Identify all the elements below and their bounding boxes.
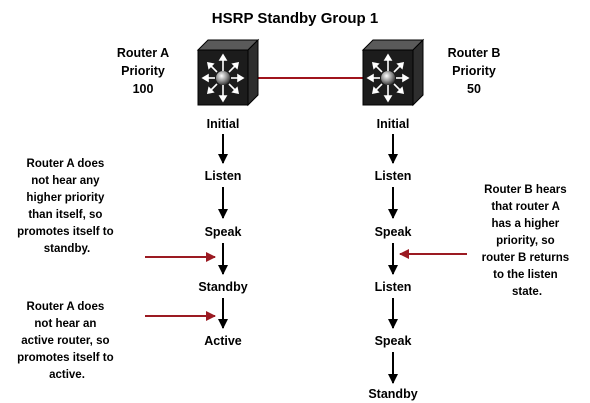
router-b-icon <box>362 39 424 106</box>
router-a-state-speak: Speak <box>205 225 242 239</box>
router-b-state-standby: Standby <box>368 387 417 401</box>
router-a-state-initial: Initial <box>207 117 240 131</box>
router-a-state-flow: Initial Listen Speak Standby Active <box>198 117 247 348</box>
note-router-b-listen: Router B hears that router A has a highe… <box>482 184 573 298</box>
router-b-state-speak: Speak <box>375 225 412 239</box>
router-a-name: Router A <box>117 46 169 60</box>
router-b-state-initial: Initial <box>377 117 410 131</box>
note-router-a-active: Router A does not hear an active router,… <box>17 301 117 381</box>
router-b-name: Router B <box>448 46 501 60</box>
router-a-state-standby: Standby <box>198 280 247 294</box>
router-b-priority-label: Priority <box>452 64 496 78</box>
router-a-icon <box>197 39 259 106</box>
router-a-priority-label: Priority <box>121 64 165 78</box>
note-router-a-standby: Router A does not hear any higher priori… <box>17 158 117 255</box>
router-b-state-listen-return: Listen <box>375 280 412 294</box>
router-a-state-listen: Listen <box>205 169 242 183</box>
router-b-state-flow: Initial Listen Speak Listen Speak Standb… <box>368 117 417 401</box>
router-b-state-speak-2: Speak <box>375 334 412 348</box>
router-a-priority-value: 100 <box>133 82 154 96</box>
router-b-state-listen: Listen <box>375 169 412 183</box>
diagram-title: HSRP Standby Group 1 <box>212 10 378 27</box>
router-b-priority-value: 50 <box>467 82 481 96</box>
router-a-state-active: Active <box>204 334 242 348</box>
